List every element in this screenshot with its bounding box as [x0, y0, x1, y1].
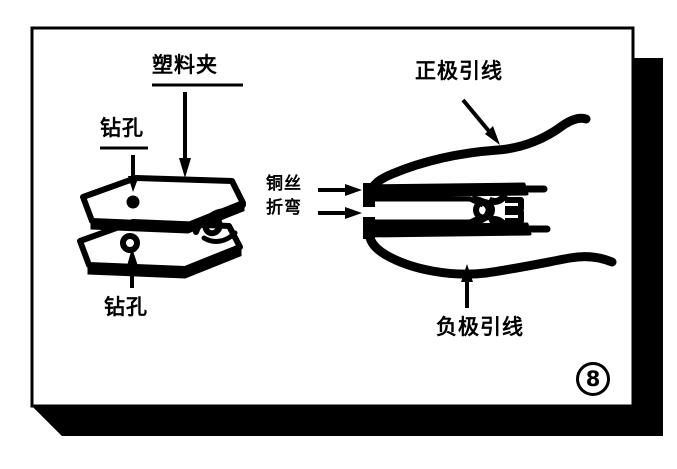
label-bend: 折弯 [266, 198, 302, 218]
clip-hinge-arm-lower [487, 216, 509, 229]
callout-arrowhead-negative-lead [461, 264, 473, 282]
callout-arrowhead-drill-bottom [127, 248, 138, 266]
label-positive-lead: 正极引线 [415, 59, 503, 83]
clip-hinge-arm-upper [487, 192, 509, 205]
negative-lead-wire [364, 223, 617, 279]
label-copper-wire: 铜丝 [266, 174, 302, 194]
clip-jaw-notch-lower [505, 209, 524, 224]
copper-wire-tail [201, 230, 238, 244]
callout-arrowhead-bend [345, 207, 362, 219]
upper-plate-hole [126, 195, 140, 209]
callout-arrowhead-plastic-clip [179, 158, 191, 178]
callout-arrow-positive-lead [461, 98, 495, 138]
panel-shadow-bottom [32, 406, 663, 436]
callout-arrowhead-drill-top [128, 176, 139, 192]
label-drill-hole-top: 钻孔 [100, 116, 144, 140]
figure-number-badge: 8 [576, 362, 610, 396]
positive-lead-wire [364, 113, 591, 201]
panel-face [30, 26, 635, 408]
lower-plate-edge [87, 244, 242, 279]
lower-plate-hole [120, 233, 140, 253]
label-plastic-clip: 塑料夹 [152, 53, 218, 77]
clip-rivet [473, 199, 495, 221]
label-drill-hole-bottom: 钻孔 [104, 295, 148, 319]
callout-arrowhead-positive-lead [485, 126, 500, 145]
copper-wire-loop [193, 202, 246, 237]
callout-arrowhead-copper-wire [345, 184, 362, 196]
label-negative-lead: 负极引线 [436, 315, 524, 339]
